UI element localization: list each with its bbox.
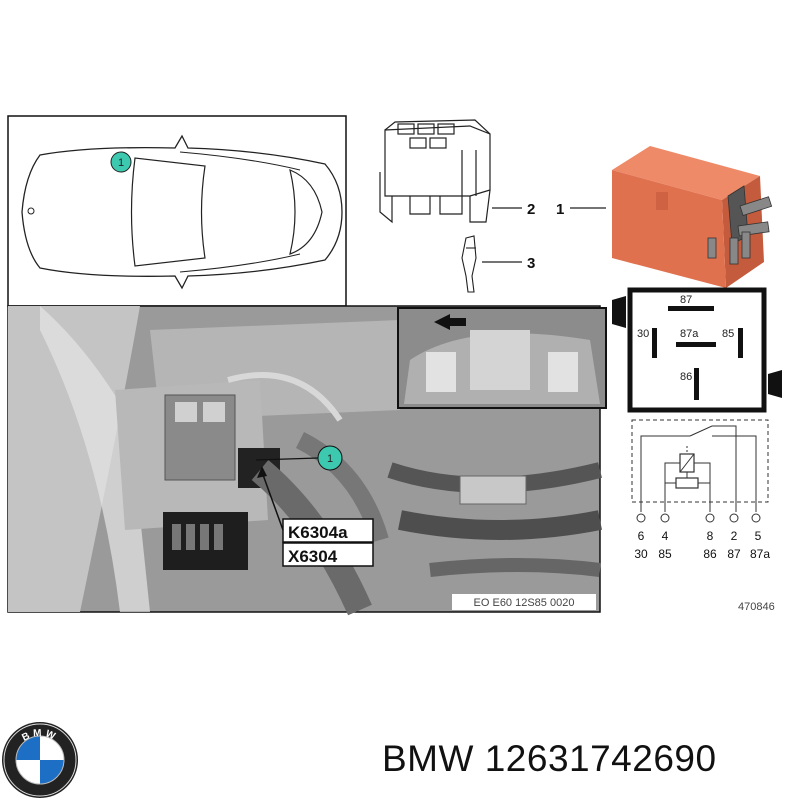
relay-schematic [631, 419, 769, 523]
svg-text:86: 86 [703, 547, 717, 561]
callout-socket: 2 [527, 201, 535, 218]
face-pin-87: 87 [680, 294, 692, 306]
diagram-reference: 470846 [738, 601, 775, 613]
car-marker [110, 151, 132, 173]
svg-text:BMW: BMW [20, 728, 59, 744]
face-pin-85: 85 [722, 328, 734, 340]
bmw-logo: BMW [2, 722, 78, 798]
svg-text:5: 5 [755, 529, 762, 543]
engine-bay-photo: EO E60 12S85 0020 K6304a X6304 1 [7, 305, 607, 616]
svg-text:30: 30 [634, 547, 648, 561]
brand-name: BMW [382, 738, 474, 779]
svg-text:87a: 87a [750, 547, 770, 561]
svg-text:1: 1 [327, 453, 333, 465]
svg-text:87: 87 [727, 547, 741, 561]
part-number: 12631742690 [484, 738, 717, 779]
svg-text:1: 1 [118, 157, 124, 169]
face-pin-86: 86 [680, 371, 692, 383]
photo-marker [317, 445, 343, 471]
face-pin-30: 30 [637, 328, 649, 340]
terminal-drawing [461, 235, 477, 293]
callout-relay: 1 [556, 201, 564, 218]
svg-text:8: 8 [707, 529, 714, 543]
label-k6304a: K6304a [288, 523, 348, 542]
label-x6304: X6304 [288, 547, 338, 566]
face-pin-87a: 87a [680, 328, 699, 340]
relay-socket-drawing [379, 119, 491, 224]
car-location-panel: 1 [7, 115, 347, 307]
svg-text:6: 6 [638, 529, 645, 543]
brand-part-number: BMW 12631742690 [382, 738, 717, 780]
svg-text:2: 2 [731, 529, 738, 543]
relay-face-diagram: 87 30 87a 85 86 [612, 287, 782, 413]
relay-illustration [612, 146, 773, 288]
svg-text:85: 85 [658, 547, 672, 561]
callout-terminal: 3 [527, 255, 535, 272]
schematic-pin-numbers: 6 4 8 2 5 30 85 86 87 87a [634, 529, 770, 561]
photo-caption: EO E60 12S85 0020 [474, 597, 575, 609]
svg-text:4: 4 [662, 529, 669, 543]
car-outline [21, 134, 343, 290]
